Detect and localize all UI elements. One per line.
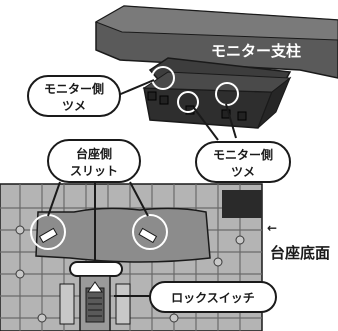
monitor-post [94, 5, 338, 129]
label-monitor-claws-left-line1: モニター側 [44, 81, 104, 96]
label-monitor-claws-right: モニター側 ツメ [195, 141, 291, 183]
label-monitor-claws-right-line2: ツメ [231, 165, 255, 179]
label-base-slits-line2: スリット [70, 164, 118, 178]
label-base-slits-line1: 台座側 [76, 146, 112, 161]
label-base-slits: 台座側 スリット [47, 139, 141, 183]
label-lock-switch: ロックスイッチ [149, 281, 277, 313]
label-monitor-claws-left: モニター側 ツメ [27, 75, 121, 117]
monitor-post-label: モニター支柱 [211, 42, 301, 60]
callout-lines [47, 79, 237, 297]
base-bottom-label: 台座底面 [270, 244, 330, 262]
label-monitor-claws-right-line1: モニター側 [213, 147, 273, 162]
base-bottom-arrow: ← [267, 221, 277, 235]
label-monitor-claws-left-line2: ツメ [62, 99, 86, 113]
label-lock-switch-text: ロックスイッチ [171, 291, 255, 305]
